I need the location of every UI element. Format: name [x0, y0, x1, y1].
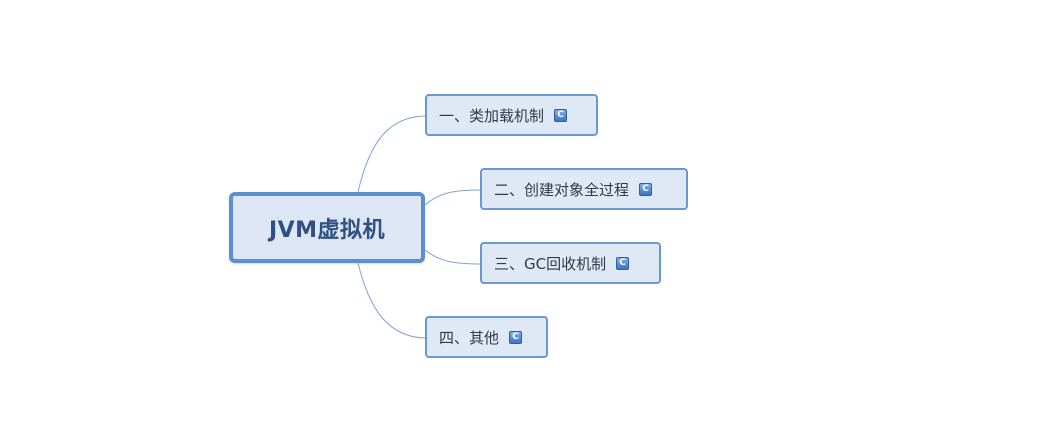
branch-topic-object-creation[interactable]: 二、创建对象全过程 C	[480, 168, 688, 210]
collapse-c-icon[interactable]: C	[554, 108, 568, 122]
root-topic[interactable]: JVM虚拟机	[229, 192, 425, 263]
root-topic-label: JVM虚拟机	[268, 217, 386, 243]
collapse-c-icon[interactable]: C	[616, 256, 630, 270]
connector-branch-1	[357, 115, 428, 193]
connector-branch-2	[424, 189, 483, 206]
branch-topic-class-loading[interactable]: 一、类加载机制 C	[425, 94, 598, 136]
collapse-c-icon[interactable]: C	[509, 330, 523, 344]
branch-topic-label: 三、GC回收机制	[494, 254, 607, 273]
branch-topic-label: 二、创建对象全过程	[494, 180, 630, 199]
branch-topic-label: 一、类加载机制	[439, 106, 545, 125]
branch-topic-label: 四、其他	[439, 328, 500, 347]
collapse-c-icon[interactable]: C	[639, 182, 653, 196]
branch-topic-gc[interactable]: 三、GC回收机制 C	[480, 242, 661, 284]
connector-branch-4	[357, 262, 428, 339]
branch-topic-other[interactable]: 四、其他 C	[425, 316, 548, 358]
connector-branch-3	[424, 249, 483, 265]
